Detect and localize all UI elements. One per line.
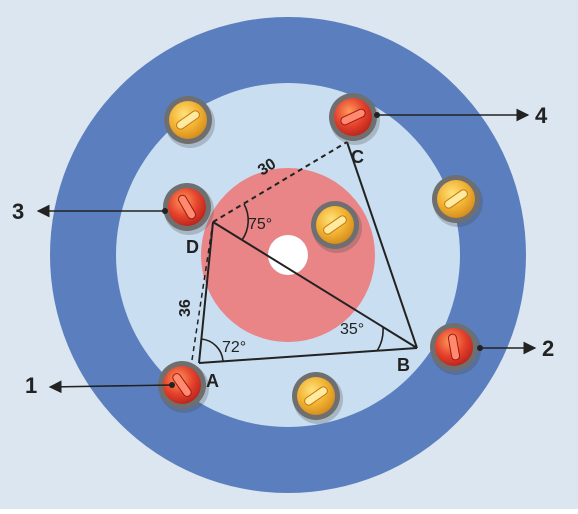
- point-label-c: C: [351, 147, 364, 167]
- stone-center: [311, 201, 362, 253]
- stone-d: [163, 183, 214, 235]
- length-label-dc: 30: [255, 155, 279, 179]
- callout-number-1: 1: [25, 373, 37, 398]
- angle-arc-d: [241, 203, 249, 241]
- stone-a: [158, 361, 209, 413]
- angle-label-d: 75°: [248, 216, 272, 233]
- callout-number-4: 4: [535, 103, 548, 128]
- angle-label-a: 72°: [222, 339, 246, 356]
- side-dc-dashed: [212, 141, 348, 223]
- point-label-b: B: [397, 355, 410, 375]
- arrow-1: [48, 380, 173, 394]
- angle-arc-b: [376, 326, 384, 352]
- length-label-da: 36: [177, 299, 194, 317]
- stone-b: [430, 323, 481, 375]
- stone-bottom: [292, 372, 343, 424]
- stone-c: [329, 93, 380, 145]
- stone-top-left: [164, 96, 215, 148]
- angle-arcs: [200, 203, 384, 362]
- side-ab: [198, 347, 418, 364]
- callout-arrows: [36, 108, 537, 394]
- angle-arc-a: [200, 338, 224, 362]
- callout-number-2: 2: [542, 336, 554, 361]
- angle-label-b: 35°: [340, 321, 364, 338]
- callout-number-3: 3: [12, 199, 24, 224]
- point-label-a: A: [206, 371, 219, 391]
- stone-right: [432, 175, 483, 227]
- point-label-d: D: [186, 237, 199, 257]
- side-bc: [346, 141, 418, 349]
- button-center: [268, 235, 308, 275]
